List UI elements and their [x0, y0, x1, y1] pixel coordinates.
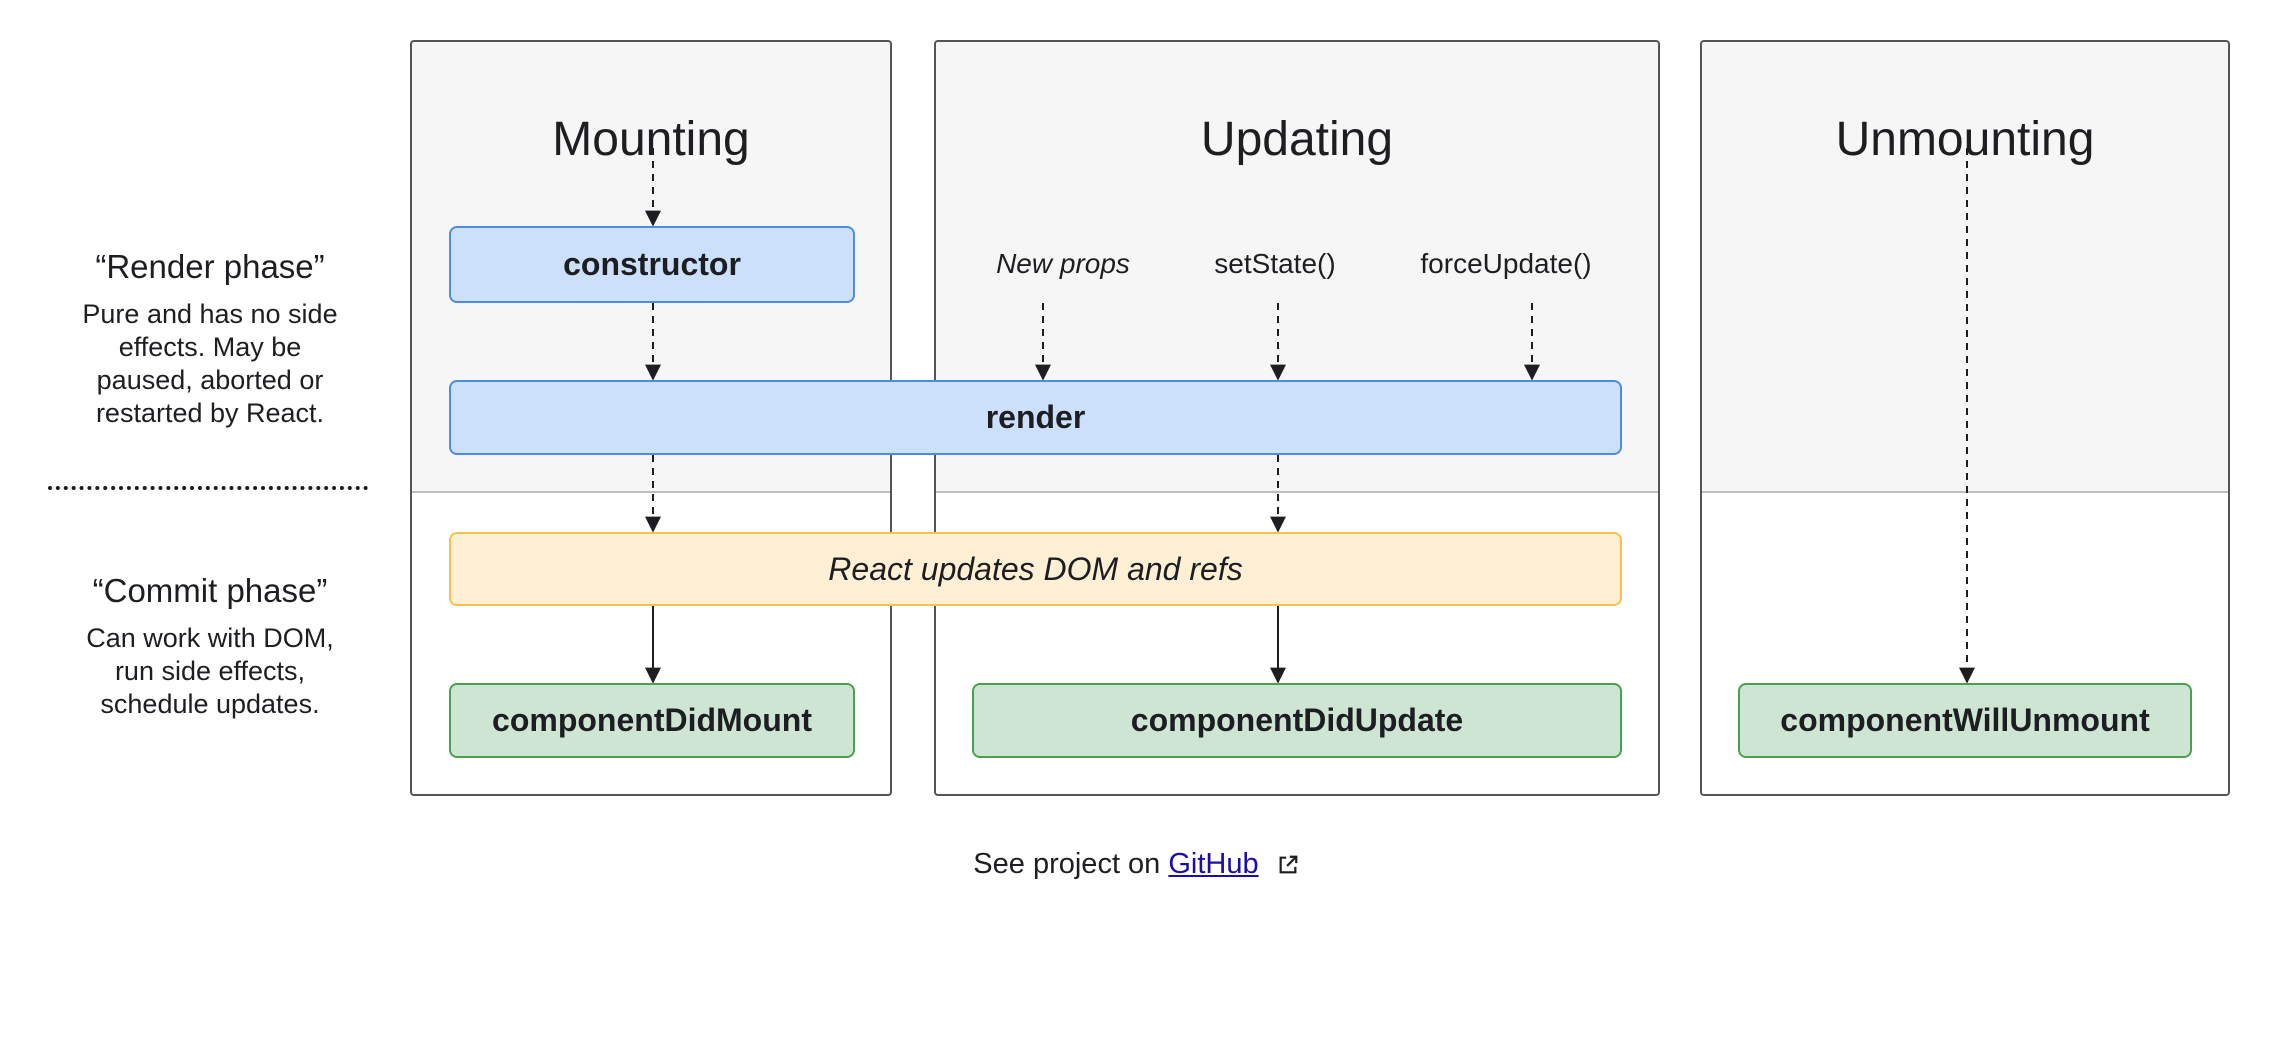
commit-phase-line: run side effects,	[114, 656, 306, 686]
footer: See project on GitHub	[0, 848, 2272, 881]
constructor-label: constructor	[563, 246, 741, 282]
render-phase-line: Pure and has no side	[82, 299, 338, 329]
component-did-mount-label: componentDidMount	[492, 702, 812, 738]
commit-phase-line: schedule updates.	[100, 689, 320, 719]
component-did-update-box: componentDidUpdate	[972, 683, 1622, 758]
render-box: render	[449, 380, 1622, 455]
component-will-unmount-box: componentWillUnmount	[1738, 683, 2192, 758]
render-phase-description: Pure and has no side effects. May be pau…	[60, 298, 360, 430]
commit-phase-description: Can work with DOM, run side effects, sch…	[60, 622, 360, 721]
external-link-icon[interactable]	[1277, 854, 1299, 876]
footer-prefix: See project on	[973, 848, 1161, 880]
render-phase-heading: “Render phase”	[95, 248, 325, 285]
dom-update-label: React updates DOM and refs	[828, 550, 1243, 587]
component-will-unmount-label: componentWillUnmount	[1780, 702, 2150, 738]
commit-phase-heading: “Commit phase”	[92, 572, 328, 609]
render-label: render	[985, 399, 1086, 435]
mounting-title: Mounting	[552, 113, 750, 166]
render-phase-line: effects. May be	[118, 332, 302, 362]
component-did-mount-box: componentDidMount	[449, 683, 855, 758]
constructor-box: constructor	[449, 226, 855, 303]
phase-divider	[48, 486, 368, 490]
dom-update-box: React updates DOM and refs	[449, 532, 1622, 606]
component-did-update-label: componentDidUpdate	[1130, 702, 1464, 738]
trigger-set-state: setState()	[1214, 248, 1336, 279]
github-link[interactable]: GitHub	[1168, 848, 1259, 880]
render-phase-line: restarted by React.	[95, 398, 325, 428]
trigger-new-props: New props	[996, 248, 1130, 279]
render-phase-line: paused, aborted or	[96, 365, 324, 395]
trigger-force-update: forceUpdate()	[1420, 248, 1592, 279]
commit-phase-line: Can work with DOM,	[86, 623, 334, 653]
unmounting-title: Unmounting	[1835, 113, 2095, 166]
updating-title: Updating	[1200, 113, 1394, 166]
